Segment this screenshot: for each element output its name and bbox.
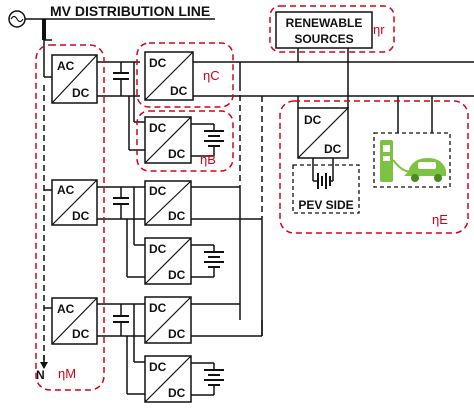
acdc-converter-2: AC DC: [51, 179, 98, 226]
dc-label: DC: [168, 147, 186, 161]
dc-label: DC: [170, 84, 188, 98]
dc-label: DC: [149, 242, 167, 256]
efficiency-groups: [35, 5, 469, 391]
dc-link-2: [97, 186, 145, 278]
dc-label: DC: [149, 360, 167, 374]
pev-side-box: [292, 164, 360, 214]
renewable-label-1: RENEWABLE: [286, 16, 363, 30]
pev-side-label: PEV SIDE: [298, 198, 353, 212]
eta-b-group: [136, 110, 234, 172]
mv-line-group: MV DISTRIBUTION LINE: [8, 3, 215, 40]
acdc-converter-1: AC DC: [51, 54, 98, 104]
neutral-arrow-icon: [40, 362, 48, 369]
pev-battery-icon: [312, 158, 334, 189]
ev-charger-icon: [373, 132, 451, 188]
ac-source-wave: [10, 15, 24, 23]
eta-m-label: ηM: [58, 366, 76, 381]
dc-label: DC: [72, 327, 90, 341]
dc-label: DC: [168, 386, 186, 400]
dc-label: DC: [149, 184, 167, 198]
dc-link-3: [97, 303, 145, 395]
dcdc-converter-grid-1: DC DC: [144, 51, 194, 101]
dcdc-converter-battery-1: DC DC: [144, 116, 192, 164]
eta-e-group: [279, 100, 469, 234]
dcdc-converter-battery-2: DC DC: [144, 237, 192, 285]
eta-c-label: ηC: [203, 68, 220, 83]
ac-label: AC: [57, 59, 75, 73]
dc-label: DC: [304, 113, 322, 127]
dc-label: DC: [72, 209, 90, 223]
dc-label: DC: [168, 209, 186, 223]
dc-label: DC: [72, 86, 90, 100]
dc-label: DC: [168, 268, 186, 282]
dc-link-1: [97, 61, 145, 151]
dc-label: DC: [324, 142, 342, 156]
dc-bus: [191, 61, 474, 337]
ac-feeder: N: [36, 39, 52, 382]
eta-r-label: ηr: [373, 22, 385, 37]
neutral-label: N: [36, 368, 45, 382]
battery-icon: [191, 244, 224, 278]
renewable-label-2: SOURCES: [294, 32, 353, 46]
eta-b-label: ηB: [200, 152, 216, 167]
dcdc-converter-pev: DC DC: [297, 107, 349, 159]
eta-e-label: ηE: [432, 212, 448, 227]
dc-label: DC: [149, 301, 167, 315]
dcdc-converter-battery-3: DC DC: [144, 355, 192, 403]
ac-label: AC: [57, 302, 75, 316]
acdc-converter-3: AC DC: [51, 297, 98, 345]
dc-label: DC: [149, 121, 167, 135]
battery-icon: [191, 123, 224, 157]
dc-label: DC: [168, 327, 186, 341]
dcdc-converter-grid-2: DC DC: [144, 180, 192, 226]
ac-label: AC: [57, 183, 75, 197]
dc-label: DC: [149, 56, 167, 70]
eta-r-group: [269, 5, 395, 53]
battery-icon: [191, 362, 224, 396]
mv-line-label: MV DISTRIBUTION LINE: [50, 3, 210, 19]
dcdc-converter-grid-3: DC DC: [144, 296, 192, 344]
eta-m-group: [35, 44, 105, 391]
renewable-connections: [297, 48, 433, 133]
eta-c-group: [136, 42, 234, 108]
renewable-sources-box: RENEWABLE SOURCES: [275, 11, 373, 49]
